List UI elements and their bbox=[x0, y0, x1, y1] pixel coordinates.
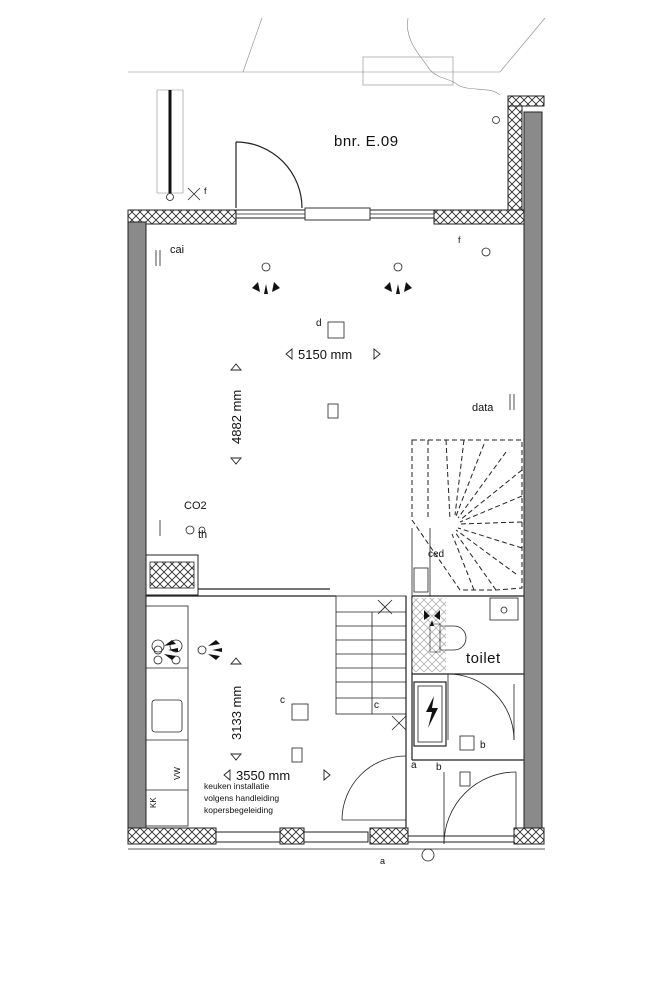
kitchen-depth-label: 3133 mm bbox=[229, 686, 244, 740]
dimension-kitchen-width: 3550 mm bbox=[223, 768, 331, 783]
label-ced: ced bbox=[428, 549, 444, 560]
ceiling-light-icon-4 bbox=[197, 640, 222, 660]
outlets bbox=[155, 247, 515, 787]
cooktop-icon bbox=[151, 639, 183, 665]
kitchen-note-line-2: volgens handleiding bbox=[204, 793, 279, 803]
meter-cupboard bbox=[413, 681, 447, 747]
ceiling-light-icon-2 bbox=[384, 262, 412, 294]
ceiling-light-icon-1 bbox=[252, 262, 280, 294]
garden-door bbox=[235, 141, 303, 209]
electricity-icon bbox=[426, 696, 438, 728]
label-a-1: a bbox=[411, 760, 417, 771]
outdoor-light-icon-2 bbox=[492, 116, 500, 124]
left-wall bbox=[127, 221, 147, 840]
label-kk: KK bbox=[149, 797, 158, 808]
label-d: d bbox=[316, 318, 322, 329]
dimension-kitchen-depth: 3133 mm bbox=[229, 657, 244, 761]
label-b-1: b bbox=[480, 740, 486, 751]
label-f-1: f bbox=[204, 186, 207, 196]
label-c-2: c bbox=[374, 700, 379, 711]
walls bbox=[127, 95, 545, 850]
rear-wall-right bbox=[433, 209, 527, 225]
doors bbox=[341, 673, 517, 862]
right-wall bbox=[523, 111, 543, 840]
label-a-2: a bbox=[380, 856, 385, 866]
interior-walls bbox=[145, 554, 524, 828]
living-width-label: 5150 mm bbox=[298, 347, 352, 362]
upper-stair-dashed bbox=[411, 439, 523, 596]
living-depth-label: 4882 mm bbox=[229, 390, 244, 444]
label-th: th bbox=[198, 529, 207, 541]
staircase bbox=[335, 595, 407, 715]
kitchen-note-line-3: kopersbegeleiding bbox=[204, 805, 273, 815]
label-vw: VW bbox=[173, 767, 182, 780]
garden-context bbox=[128, 17, 546, 194]
kitchen-note-line-1: keuken installatie bbox=[204, 781, 269, 791]
kitchen-width-label: 3550 mm bbox=[236, 768, 290, 783]
label-c-1: c bbox=[280, 695, 285, 706]
kitchen-counter bbox=[145, 605, 189, 827]
label-co2: CO2 bbox=[184, 500, 207, 512]
dimension-living-depth: 4882 mm bbox=[229, 363, 244, 465]
label-data: data bbox=[472, 402, 494, 414]
toilet-fixtures bbox=[412, 597, 519, 672]
unit-label: bnr. E.09 bbox=[334, 133, 399, 150]
ceiling-light-icon-5 bbox=[424, 610, 440, 626]
label-b-2: b bbox=[436, 762, 442, 773]
label-f-2: f bbox=[458, 235, 461, 245]
outdoor-light-icon bbox=[166, 193, 174, 201]
dimension-living-width: 5150 mm bbox=[285, 347, 381, 362]
label-cai: cai bbox=[170, 244, 184, 256]
toilet-label: toilet bbox=[466, 650, 501, 667]
ceiling-light-icon-3 bbox=[153, 640, 178, 660]
